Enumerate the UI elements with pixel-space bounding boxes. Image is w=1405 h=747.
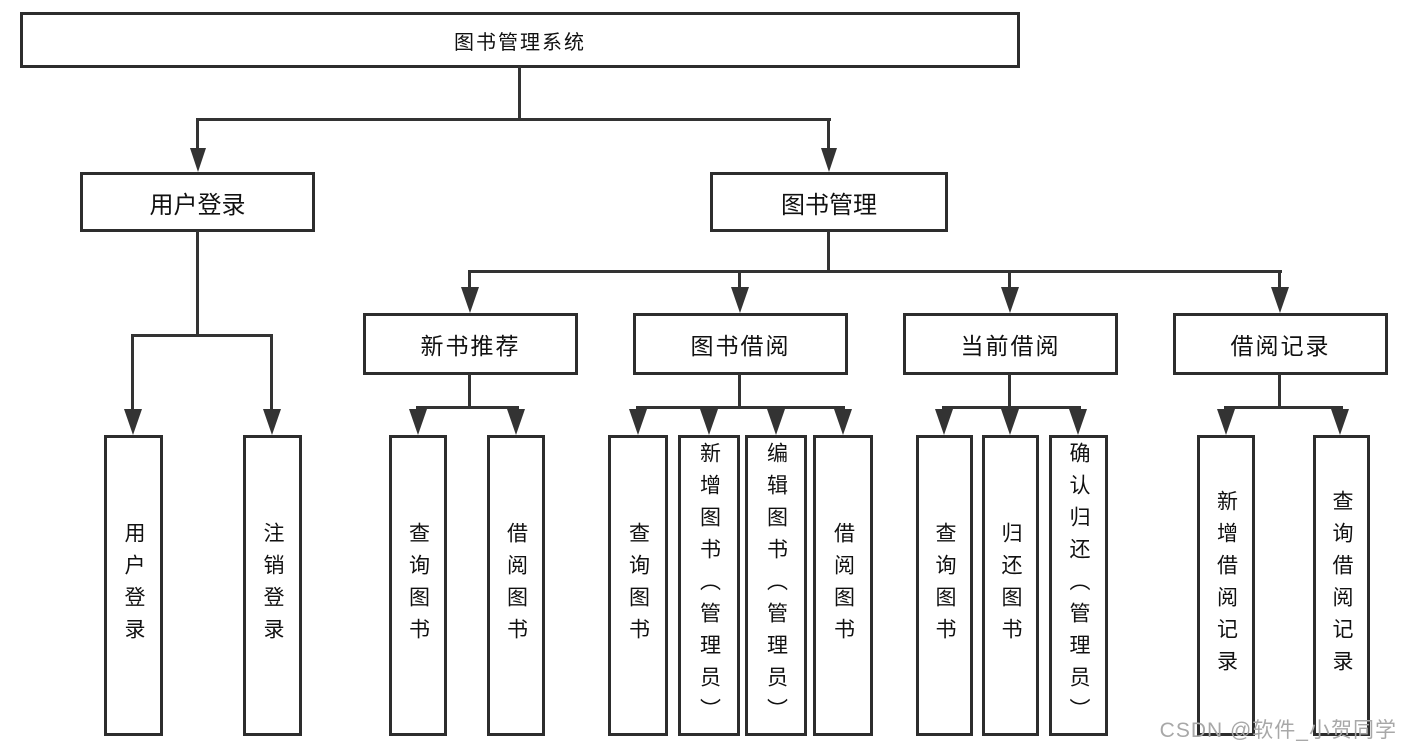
node-leaf-logout: 注销登录 bbox=[243, 435, 302, 736]
node-current-borrowing: 当前借阅 bbox=[903, 313, 1118, 375]
arrow-down-icon bbox=[1069, 409, 1087, 435]
connector-vline bbox=[270, 334, 273, 412]
node-book-management: 图书管理 bbox=[710, 172, 948, 232]
arrow-down-icon bbox=[1331, 409, 1349, 435]
connector-vline bbox=[1278, 270, 1281, 290]
connector-vline bbox=[1278, 374, 1281, 408]
node-leaf-nb-borrow-books-label: 借阅图书 bbox=[504, 521, 528, 650]
node-book-management-label: 图书管理 bbox=[781, 191, 877, 219]
connector-vline bbox=[196, 118, 199, 150]
node-borrow-records: 借阅记录 bbox=[1173, 313, 1388, 375]
node-new-book-recommend: 新书推荐 bbox=[363, 313, 578, 375]
arrow-down-icon bbox=[629, 409, 647, 435]
arrow-down-icon bbox=[1001, 287, 1019, 313]
connector-hline bbox=[131, 334, 273, 337]
node-leaf-cb-query-books-label: 查询图书 bbox=[933, 521, 956, 650]
node-leaf-cb-confirm-return-admin: 确认归还（管理员） bbox=[1049, 435, 1108, 736]
node-leaf-cb-confirm-return-admin-label: 确认归还（管理员） bbox=[1067, 441, 1090, 730]
arrow-down-icon bbox=[731, 287, 749, 313]
arrow-down-icon bbox=[409, 409, 427, 435]
connector-vline bbox=[468, 374, 471, 408]
node-borrow-records-label: 借阅记录 bbox=[1230, 333, 1331, 359]
connector-vline bbox=[196, 231, 199, 336]
node-leaf-user-login-label: 用户登录 bbox=[122, 521, 145, 650]
arrow-down-icon bbox=[821, 148, 837, 172]
connector-hline bbox=[1224, 406, 1343, 409]
connector-vline bbox=[131, 334, 134, 412]
connector-vline bbox=[827, 231, 830, 272]
arrow-down-icon bbox=[834, 409, 852, 435]
node-book-borrowing-label: 图书借阅 bbox=[690, 333, 791, 359]
arrow-down-icon bbox=[1001, 409, 1019, 435]
connector-hline bbox=[942, 406, 1081, 409]
arrow-down-icon bbox=[700, 409, 718, 435]
node-leaf-bb-query-books-label: 查询图书 bbox=[626, 521, 650, 650]
arrow-down-icon bbox=[263, 409, 281, 435]
arrow-down-icon bbox=[507, 409, 525, 435]
connector-vline bbox=[1008, 270, 1011, 290]
node-leaf-bb-borrow-books-label: 借阅图书 bbox=[831, 521, 855, 650]
node-leaf-bb-add-books-admin-label: 新增图书（管理员） bbox=[697, 441, 721, 730]
connector-hline bbox=[416, 406, 519, 409]
connector-vline bbox=[827, 118, 830, 150]
node-user-login-branch: 用户登录 bbox=[80, 172, 315, 232]
arrow-down-icon bbox=[190, 148, 206, 172]
node-book-borrowing: 图书借阅 bbox=[633, 313, 848, 375]
connector-hline bbox=[636, 406, 845, 409]
arrow-down-icon bbox=[1217, 409, 1235, 435]
connector-hline bbox=[468, 270, 1282, 273]
connector-vline bbox=[738, 374, 741, 408]
connector-vline bbox=[518, 66, 521, 120]
arrow-down-icon bbox=[461, 287, 479, 313]
arrow-down-icon bbox=[767, 409, 785, 435]
node-leaf-br-add-record: 新增借阅记录 bbox=[1197, 435, 1255, 736]
connector-vline bbox=[738, 270, 741, 290]
node-leaf-nb-query-books: 查询图书 bbox=[389, 435, 447, 736]
node-leaf-bb-edit-books-admin: 编辑图书（管理员） bbox=[745, 435, 807, 736]
node-new-book-recommend-label: 新书推荐 bbox=[420, 333, 521, 359]
node-user-login-label: 用户登录 bbox=[149, 191, 246, 219]
watermark: CSDN @软件_小贺同学 bbox=[1159, 719, 1397, 742]
connector-vline bbox=[468, 270, 471, 290]
node-leaf-bb-add-books-admin: 新增图书（管理员） bbox=[678, 435, 740, 736]
node-leaf-bb-borrow-books: 借阅图书 bbox=[813, 435, 873, 736]
node-leaf-bb-query-books: 查询图书 bbox=[608, 435, 668, 736]
node-leaf-nb-query-books-label: 查询图书 bbox=[406, 521, 430, 650]
node-leaf-cb-return-books-label: 归还图书 bbox=[999, 521, 1022, 650]
connector-hline bbox=[196, 118, 831, 121]
arrow-down-icon bbox=[1271, 287, 1289, 313]
node-root: 图书管理系统 bbox=[20, 12, 1020, 68]
node-leaf-logout-label: 注销登录 bbox=[261, 521, 284, 650]
node-leaf-br-query-record-label: 查询借阅记录 bbox=[1330, 489, 1353, 682]
node-current-borrowing-label: 当前借阅 bbox=[960, 333, 1061, 359]
node-leaf-cb-return-books: 归还图书 bbox=[982, 435, 1039, 736]
arrow-down-icon bbox=[124, 409, 142, 435]
node-leaf-br-add-record-label: 新增借阅记录 bbox=[1214, 489, 1238, 682]
node-leaf-br-query-record: 查询借阅记录 bbox=[1313, 435, 1370, 736]
node-leaf-user-login: 用户登录 bbox=[104, 435, 163, 736]
node-root-label: 图书管理系统 bbox=[454, 31, 586, 54]
node-leaf-cb-query-books: 查询图书 bbox=[916, 435, 973, 736]
node-leaf-bb-edit-books-admin-label: 编辑图书（管理员） bbox=[764, 441, 788, 730]
arrow-down-icon bbox=[935, 409, 953, 435]
connector-vline bbox=[1008, 374, 1011, 408]
node-leaf-nb-borrow-books: 借阅图书 bbox=[487, 435, 545, 736]
